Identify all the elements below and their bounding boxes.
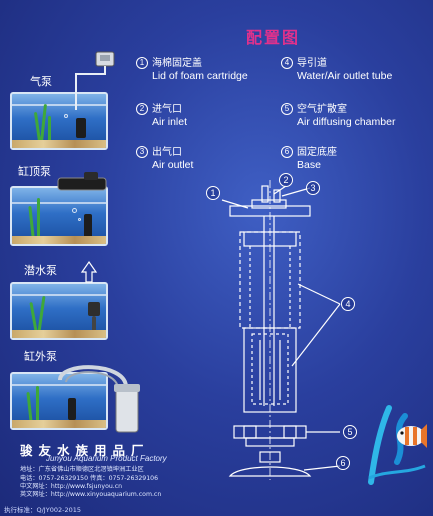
diagram-callout-6: 6	[336, 456, 350, 470]
legend-item-1: 1 海棉固定盖 Lid of foam cartridge	[136, 57, 248, 83]
legend-number: 4	[281, 57, 293, 69]
factory-phone: 电话：0757-26329150 传真：0757-26329106	[20, 475, 159, 482]
legend-cn: 出气口	[152, 147, 182, 158]
pump-label-external: 缸外泵	[24, 350, 57, 363]
legend-cn: 进气口	[152, 104, 182, 115]
legend-number: 3	[136, 146, 148, 158]
legend-number: 6	[281, 146, 293, 158]
legend-cn: 空气扩散室	[297, 104, 347, 115]
legend-number: 1	[136, 57, 148, 69]
diagram-callout-1: 1	[206, 186, 220, 200]
pump-label-top: 缸顶泵	[18, 165, 51, 178]
legend-cn: 固定底座	[297, 147, 337, 158]
page-title: 配置图	[246, 28, 301, 47]
legend-number: 5	[281, 103, 293, 115]
filter-exploded-diagram	[221, 180, 341, 480]
air-pump-tank-illustration	[10, 92, 108, 150]
pump-label-air: 气泵	[30, 75, 52, 88]
external-pump-tank-illustration	[10, 372, 108, 430]
top-pump-unit	[57, 172, 107, 191]
website-en: 英文网址：http://www.xinyouaquarium.com.cn	[20, 491, 162, 498]
legend-item-6: 6 固定底座 Base	[281, 146, 337, 172]
legend-en: Base	[297, 159, 321, 171]
execution-standard: 执行标准：Q/JY002-2015	[4, 506, 81, 514]
legend-cn: 导引道	[297, 58, 327, 69]
legend-number: 2	[136, 103, 148, 115]
diagram-callout-5: 5	[343, 425, 357, 439]
legend-item-2: 2 进气口 Air inlet	[136, 103, 187, 129]
air-pump-unit	[75, 51, 115, 110]
diagram-callout-3: 3	[306, 181, 320, 195]
legend-en: Air inlet	[152, 116, 188, 128]
top-pump-tank-illustration	[10, 186, 108, 246]
diagram-callout-2: 2	[279, 173, 293, 187]
diagram-callout-4: 4	[341, 297, 355, 311]
legend-item-5: 5 空气扩散室 Air diffusing chamber	[281, 103, 395, 129]
legend-item-3: 3 出气口 Air outlet	[136, 146, 193, 172]
factory-name-cn: 骏友水族用品厂	[20, 443, 150, 458]
legend-item-4: 4 导引道 Water/Air outlet tube	[281, 57, 392, 83]
external-pump-unit	[58, 365, 140, 433]
brand-logo-icon	[368, 405, 427, 485]
website-cn: 中文网址：http://www.fsjunyou.cn	[20, 483, 123, 490]
pump-label-submersible: 潜水泵	[24, 264, 57, 277]
legend-en: Air diffusing chamber	[297, 116, 396, 128]
submersible-pump-tank-illustration	[10, 282, 108, 340]
legend-en: Lid of foam cartridge	[152, 70, 248, 82]
legend-en: Water/Air outlet tube	[297, 70, 393, 82]
factory-name-en: Junyou Aquarium Product Factory	[46, 454, 167, 463]
legend-cn: 海棉固定盖	[152, 58, 202, 69]
legend-en: Air outlet	[152, 159, 194, 171]
up-arrow-icon	[80, 260, 98, 283]
factory-address: 地址：广东省佛山市顺德区北滘镇坤洲工业区	[20, 466, 144, 473]
